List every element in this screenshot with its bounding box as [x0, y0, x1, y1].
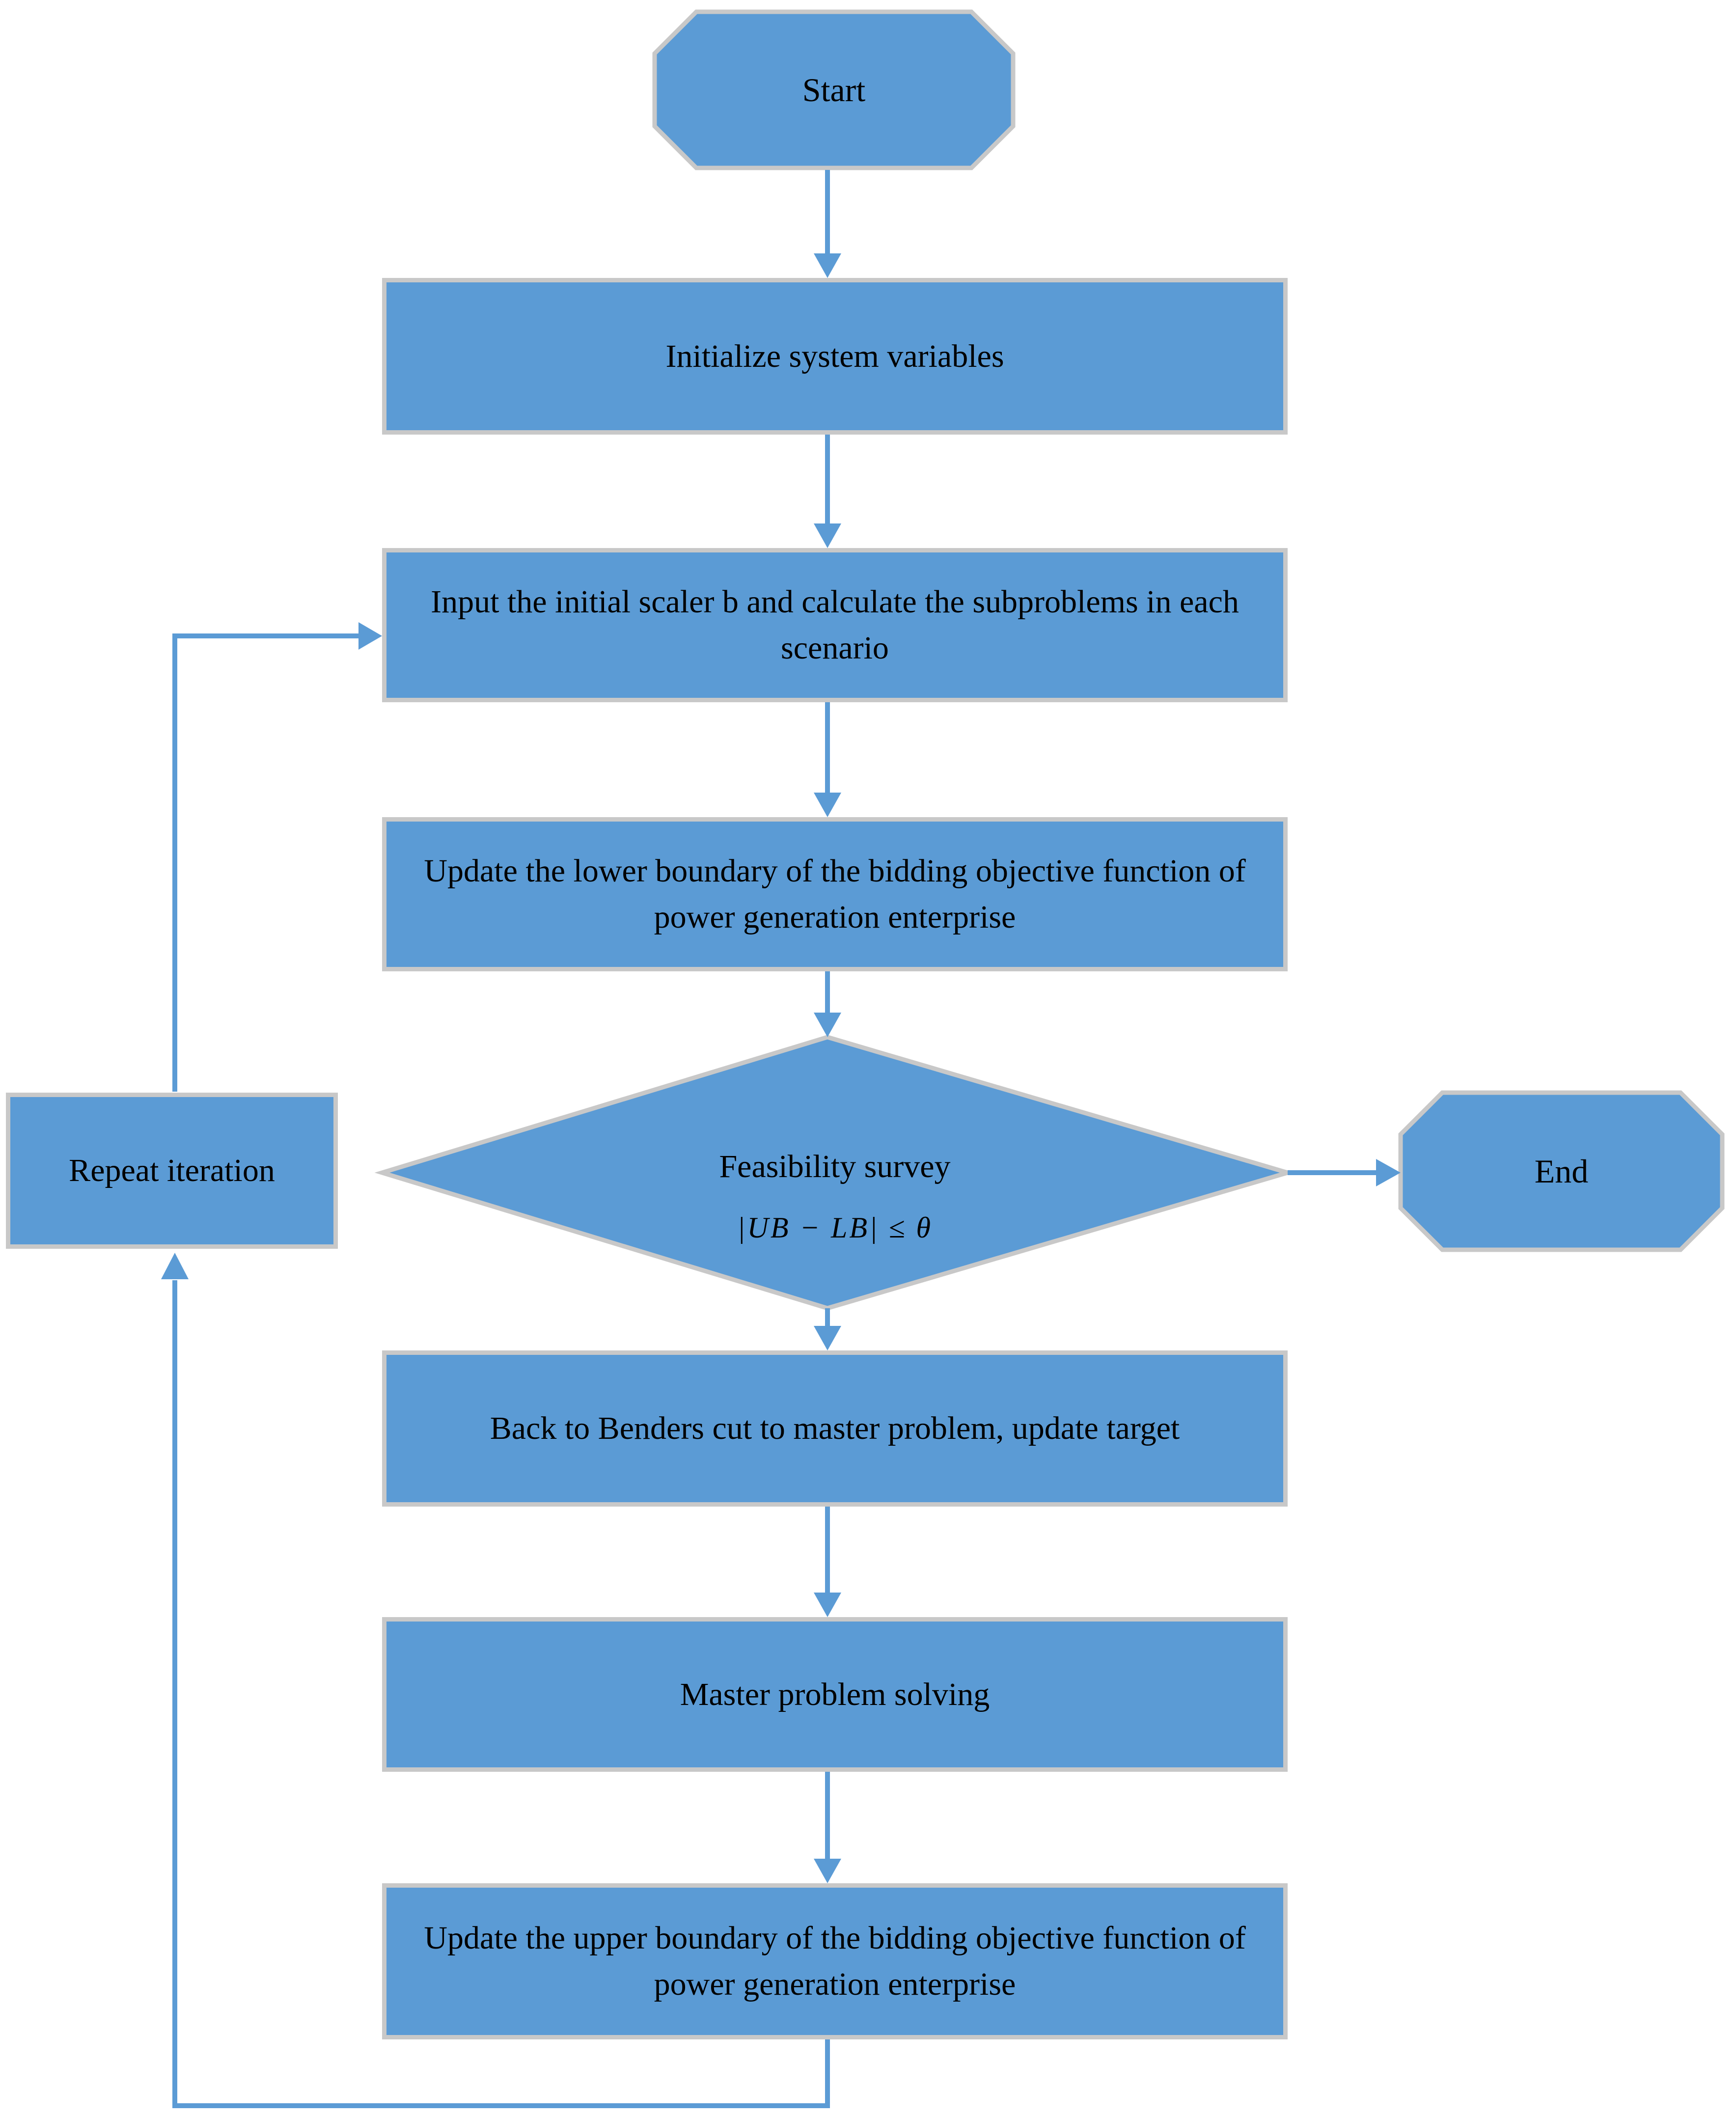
process-benders-cut-label: Back to Benders cut to master problem, u…: [490, 1410, 1180, 1447]
process-repeat-iteration-label: Repeat iteration: [69, 1153, 275, 1189]
process-update-lower: Update the lower boundary of the bidding…: [382, 817, 1288, 971]
process-master-solving-label: Master problem solving: [680, 1676, 990, 1712]
arrowhead-update-lower-to-decision: [814, 1013, 841, 1037]
loop-repeat-to-input: [172, 633, 359, 1092]
start-terminator-octagon: [652, 9, 1016, 170]
arrowhead-master-to-update-upper: [814, 1859, 841, 1883]
arrowhead-decision-to-benders: [814, 1326, 841, 1350]
arrowhead-initialize-to-input: [814, 523, 841, 548]
process-initialize: Initialize system variables: [382, 278, 1288, 435]
arrowhead-input-to-update-lower: [814, 793, 841, 817]
feasibility-decision-diamond: [374, 1035, 1295, 1311]
process-input-scaler-label: Input the initial scaler b and calculate…: [431, 584, 1239, 666]
arrowhead-benders-to-master: [814, 1593, 841, 1617]
process-update-lower-label: Update the lower boundary of the bidding…: [424, 853, 1246, 935]
end-terminator-octagon: [1398, 1090, 1725, 1252]
process-update-upper-label: Update the upper boundary of the bidding…: [424, 1920, 1246, 2002]
loop-update-upper-to-repeat: [172, 1280, 830, 2108]
process-master-solving: Master problem solving: [382, 1617, 1288, 1772]
arrowhead-decision-to-end: [1376, 1159, 1401, 1186]
process-repeat-iteration: Repeat iteration: [6, 1093, 338, 1249]
process-update-upper: Update the upper boundary of the bidding…: [382, 1883, 1288, 2039]
process-input-scaler: Input the initial scaler b and calculate…: [382, 548, 1288, 702]
arrowhead-start-to-initialize: [814, 253, 841, 278]
process-benders-cut: Back to Benders cut to master problem, u…: [382, 1350, 1288, 1507]
arrowhead-loop-into-input: [358, 622, 382, 650]
process-initialize-label: Initialize system variables: [665, 338, 1004, 374]
arrowhead-loop-into-repeat: [161, 1253, 189, 1279]
